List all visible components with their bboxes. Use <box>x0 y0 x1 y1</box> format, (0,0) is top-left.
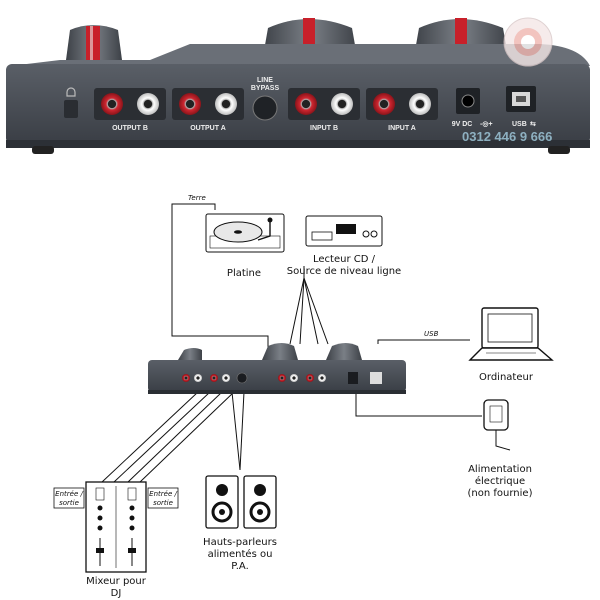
foot-right <box>548 146 570 154</box>
wire-out-b-1 <box>101 391 199 483</box>
label-mixeur-2: DJ <box>111 588 122 599</box>
label-lecteur-cd-1: Lecteur CD / <box>313 254 376 265</box>
usb-icon: ⇆ <box>530 120 536 128</box>
wire-usb <box>377 339 470 344</box>
wire-power <box>355 392 482 417</box>
callout-entree-sortie-right: Entrée / sortie <box>147 487 179 509</box>
svg-text:Entrée /: Entrée / <box>149 490 177 498</box>
port-label-input-b: INPUT B <box>310 125 338 132</box>
label-mixeur-1: Mixeur pour <box>86 576 147 587</box>
port-label-input-a: INPUT A <box>388 125 416 132</box>
port-label-usb: USB <box>512 121 527 128</box>
wire-out-b-2 <box>113 391 211 483</box>
wire-out-b-3 <box>127 391 223 483</box>
turntable-icon <box>205 213 285 253</box>
port-label-line-bypass-1: LINE <box>257 77 273 84</box>
watermark-phone: 0312 446 9 666 <box>462 129 552 144</box>
rca-pair-input-b[interactable] <box>288 88 360 120</box>
polarity-icon: -◎+ <box>480 121 493 128</box>
wire-out-b-4 <box>139 391 235 483</box>
wire-ground-platine <box>182 203 216 210</box>
label-hauts-parleurs-3: P.A. <box>231 561 249 572</box>
watermark-logo <box>503 17 553 67</box>
speakers-icon <box>205 475 277 529</box>
device-back-panel: OUTPUT B OUTPUT A LINE BYPASS INPUT B IN… <box>6 17 590 154</box>
wire-input-b <box>289 277 319 345</box>
svg-text:sortie: sortie <box>59 499 79 507</box>
port-label-output-a: OUTPUT A <box>190 125 226 132</box>
callout-entree-sortie-left: Entrée / sortie <box>53 487 85 509</box>
lock-icon <box>66 87 76 97</box>
line-bypass-button[interactable] <box>252 95 278 121</box>
rca-pair-input-a[interactable] <box>366 88 438 120</box>
foot-left <box>32 146 54 154</box>
power-adapter-icon <box>483 399 511 451</box>
device-small-view <box>148 343 406 394</box>
cd-player-icon <box>305 215 383 247</box>
label-alimentation-1: Alimentation <box>468 464 532 475</box>
knob-left[interactable] <box>66 25 122 60</box>
label-hauts-parleurs-2: alimentés ou <box>208 548 273 560</box>
svg-text:Entrée /: Entrée / <box>55 490 83 498</box>
laptop-icon <box>468 307 554 361</box>
wire-ground <box>171 203 269 352</box>
port-label-line-bypass-2: BYPASS <box>251 85 280 92</box>
wire-speakers-2 <box>239 391 245 471</box>
label-alimentation-3: (non fournie) <box>468 488 533 499</box>
label-alimentation-2: électrique <box>475 475 525 487</box>
lock-slot <box>64 100 78 118</box>
label-platine: Platine <box>227 268 261 279</box>
label-usb: USB <box>424 330 439 338</box>
dc-power-jack[interactable] <box>456 88 480 114</box>
svg-text:sortie: sortie <box>153 499 173 507</box>
port-label-power: 9V DC <box>452 121 473 128</box>
label-ordinateur: Ordinateur <box>479 372 534 383</box>
port-label-output-b: OUTPUT B <box>112 125 148 132</box>
label-terre: Terre <box>188 194 206 202</box>
label-hauts-parleurs-1: Hauts-parleurs <box>203 537 277 548</box>
rca-pair-output-b[interactable] <box>94 88 166 120</box>
wire-input-b-2 <box>299 277 329 345</box>
wire-speakers-1 <box>231 391 241 471</box>
chassis-top <box>10 44 590 66</box>
dj-mixer-icon <box>85 481 147 573</box>
usb-port[interactable] <box>506 86 536 112</box>
label-lecteur-cd-2: Source de niveau ligne <box>287 266 401 277</box>
rca-pair-output-a[interactable] <box>172 88 244 120</box>
wires <box>101 203 482 483</box>
